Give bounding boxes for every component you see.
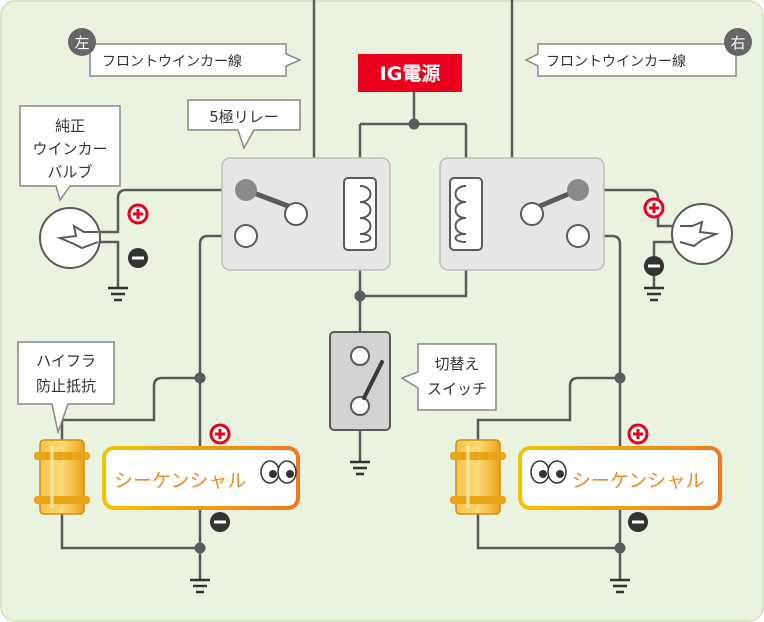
ig-power-label: IG電源	[380, 62, 441, 85]
front-wire-right-label: フロントウインカー線	[546, 54, 686, 70]
relay-callout: 5極リレー	[187, 99, 301, 150]
ground-icon	[108, 286, 128, 302]
plus-terminal-icon	[627, 423, 649, 445]
front-wire-left-label: フロントウインカー線	[102, 54, 242, 70]
relay-right-common-terminal	[567, 179, 589, 201]
bulb-label-line-2: ウインカー	[32, 140, 107, 158]
ig-power-box: IG電源	[358, 54, 462, 92]
relay-right-no-terminal	[520, 202, 544, 226]
sequential-left-label: シーケンシャル	[114, 470, 246, 492]
left-mark-label: 左	[74, 34, 89, 52]
right-mark: 右	[724, 28, 752, 56]
coil-icon	[343, 177, 377, 251]
resistor-left	[34, 439, 90, 515]
bulb-icon	[39, 207, 101, 269]
coil-icon	[449, 177, 483, 251]
ground-icon	[350, 460, 370, 476]
resistor-callout: ハイフラ 防止抵抗	[17, 341, 115, 435]
ground-icon	[644, 286, 664, 302]
minus-terminal-icon	[210, 512, 230, 532]
sequential-box-left: シーケンシャル	[102, 446, 300, 510]
switch-label-line-1: 切替え	[434, 355, 479, 373]
wires	[60, 0, 680, 580]
bulb-label-line-3: バルブ	[47, 163, 92, 181]
ground-icon	[610, 578, 630, 594]
front-wire-left-callout: フロントウインカー線	[89, 43, 302, 77]
switch-callout: 切替え スイッチ	[400, 343, 497, 411]
switch-label-line-2: スイッチ	[427, 380, 487, 398]
ground-icon	[190, 578, 210, 594]
minus-terminal-icon	[128, 248, 148, 268]
bulb-icon	[671, 203, 733, 265]
bulb-label-line-1: 純正	[55, 117, 85, 135]
relay-left	[221, 157, 391, 271]
relay-right-nc-terminal	[566, 224, 590, 248]
sequential-right-label: シーケンシャル	[572, 470, 704, 492]
resistor-label-line-2: 防止抵抗	[36, 377, 96, 395]
minus-terminal-icon	[628, 512, 648, 532]
resistor-right	[450, 439, 506, 515]
plus-terminal-icon	[643, 197, 665, 219]
resistor-label-line-1: ハイフラ	[36, 352, 96, 370]
right-mark-label: 右	[730, 34, 745, 52]
relay-label: 5極リレー	[209, 108, 279, 126]
sequential-box-right: シーケンシャル	[518, 446, 722, 510]
eyes-icon	[530, 460, 567, 484]
minus-terminal-icon	[644, 256, 664, 276]
junction-dots	[194, 118, 626, 554]
changeover-switch	[329, 331, 391, 431]
relay-left-nc-terminal	[234, 224, 258, 248]
plus-terminal-icon	[209, 423, 231, 445]
plus-terminal-icon	[127, 203, 149, 225]
relay-right	[439, 157, 605, 271]
left-mark: 左	[68, 28, 96, 56]
relay-left-common-terminal	[235, 179, 257, 201]
relay-left-no-terminal	[284, 202, 308, 226]
bulb-callout: 純正 ウインカー バルブ	[19, 105, 121, 202]
front-wire-right-callout: フロントウインカー線	[524, 43, 737, 77]
eyes-icon	[260, 460, 297, 484]
